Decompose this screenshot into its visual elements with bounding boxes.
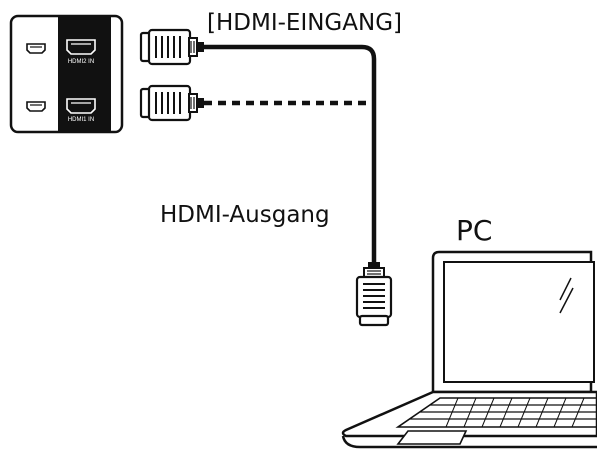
hdmi1-in-port: HDMI1 IN <box>66 98 96 123</box>
hdmi-connector-icon <box>139 84 204 122</box>
hdmi-connector-icon <box>139 28 204 66</box>
hdmi2-in-label: HDMI2 IN <box>68 59 94 65</box>
hdmi-port-icon <box>26 101 46 112</box>
laptop-icon <box>341 250 597 449</box>
display-io-panel: HDMI2 IN HDMI1 IN <box>9 14 124 134</box>
hdmi-cable-solid <box>204 44 377 262</box>
hdmi-connector-icon <box>355 262 393 327</box>
pc-label: PC <box>456 214 492 247</box>
hdmi-output-label: HDMI-Ausgang <box>160 202 330 228</box>
hdmi-input-label: [HDMI-EINGANG] <box>207 10 402 36</box>
hdmi1-in-label: HDMI1 IN <box>68 117 94 123</box>
hdmi2-in-port: HDMI2 IN <box>66 39 96 65</box>
hdmi-port-icon <box>26 43 46 54</box>
